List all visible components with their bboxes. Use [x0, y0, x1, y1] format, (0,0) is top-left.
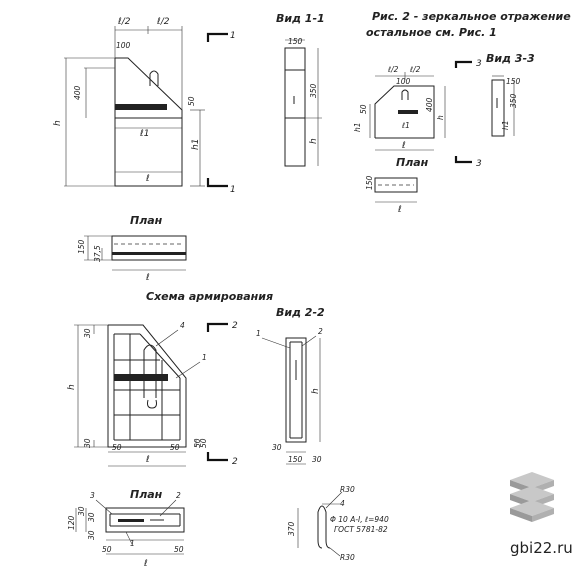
plan-bottom [75, 499, 185, 555]
rod-spec-line2: ГОСТ 5781-82 [334, 525, 388, 534]
view-2-2-callout-1: 1 [256, 329, 261, 338]
dim-l-half-b: ℓ/2 [156, 17, 170, 27]
dim-f2-400: 400 [425, 97, 434, 112]
rod-r30-bottom: R30 [340, 553, 355, 562]
callout-4: 4 [180, 321, 185, 330]
plan-main-labels: План 150 37,5 ℓ [77, 214, 163, 283]
figure-2-plan-title: План [396, 156, 429, 169]
rod-r30-top: R30 [340, 485, 355, 494]
rod-callout-4: 4 [340, 499, 345, 508]
dim-f2-150: 150 [365, 175, 374, 190]
dim-f2-100: 100 [396, 77, 411, 86]
dim-v33-150: 150 [506, 77, 521, 86]
plan-main [84, 235, 187, 271]
view-2-2-callout-2: 2 [318, 327, 323, 336]
view-3-3 [491, 75, 515, 137]
view-1-1-title: Вид 1-1 [276, 12, 325, 25]
dim-f2-h1: h1 [353, 122, 362, 132]
dim-pb-120: 120 [67, 515, 76, 530]
figure-1-elevation [64, 26, 228, 188]
reinforcement-scheme [74, 322, 228, 467]
view-2-2-labels: Вид 2-2 1 2 h 30 150 30 [256, 306, 325, 464]
figure-2-elevation [369, 60, 472, 203]
dim-150-v11: 150 [288, 37, 303, 46]
dim-f2-l: ℓ [401, 141, 406, 151]
dim-r-50b: 50 [170, 443, 180, 452]
callout-2: 2 [176, 491, 181, 500]
dim-h: h [53, 120, 63, 126]
dim-r-30b: 30 [83, 438, 92, 448]
dim-r-50a: 50 [112, 443, 122, 452]
dim-f2-lh-a: ℓ/2 [387, 65, 399, 74]
reinforcement-labels: Схема армирования 30 h 30 50 50 ℓ 4 1 50… [67, 290, 273, 467]
rod-detail-labels: R30 4 Φ 10 A-I, ℓ=940 ГОСТ 5781-82 370 R… [287, 485, 389, 562]
gbi22-logo [510, 472, 554, 522]
dim-pb-30a: 30 [77, 506, 86, 516]
dim-v33-350: 350 [509, 93, 518, 108]
dim-r-l: ℓ [145, 455, 150, 465]
reinforcement-title: Схема армирования [146, 290, 273, 303]
dim-f2-50: 50 [359, 104, 368, 114]
dim-h-v11: h [309, 138, 319, 144]
figure-2-title-line1: Рис. 2 - зеркальное отражение [372, 10, 571, 23]
watermark-text: gbi22.ru [510, 539, 573, 557]
dim-l-half-a: ℓ/2 [117, 17, 131, 27]
dim-50: 50 [187, 96, 196, 106]
dim-v22-30: 30 [272, 443, 282, 452]
dim-r-30a: 30 [83, 328, 92, 338]
callout-1: 1 [202, 353, 207, 362]
view-1-1-labels: Вид 1-1 150 350 h [276, 12, 325, 144]
dim-l: ℓ [145, 174, 150, 184]
figure-2-labels: Рис. 2 - зеркальное отражение остальное … [353, 10, 571, 215]
section-mark-3-bottom: 3 [476, 159, 482, 169]
dim-plan-150: 150 [77, 239, 86, 254]
callout-plan-1: 1 [130, 539, 135, 548]
dim-f2-plan-l: ℓ [397, 205, 402, 215]
dim-f2-lh-b: ℓ/2 [409, 65, 421, 74]
view-2-2 [261, 335, 321, 465]
dim-plan-l: ℓ [145, 273, 150, 283]
view-1-1 [284, 39, 322, 167]
section-mark-1-top: 1 [230, 31, 236, 41]
dim-f2-l1: ℓ1 [401, 121, 410, 130]
rod-spec-line1: Φ 10 A-I, ℓ=940 [330, 515, 389, 524]
plan-bottom-labels: План 3 2 120 30 30 30 50 50 1 ℓ [67, 488, 184, 569]
plan-main-title: План [130, 214, 163, 227]
dim-r-50c: 50 [193, 438, 202, 448]
dim-f2-h: h [436, 115, 445, 120]
view-3-3-title: Вид 3-3 [486, 52, 535, 65]
rod-dim-370: 370 [287, 521, 296, 536]
dim-r-50d: 50 [199, 438, 208, 448]
section-mark-3-top: 3 [476, 59, 482, 69]
dim-v22-30b: 30 [312, 455, 322, 464]
section-mark-2-top: 2 [232, 321, 238, 331]
dim-350-v11: 350 [309, 83, 318, 98]
section-mark-2-bottom: 2 [232, 457, 238, 467]
dim-pb-l: ℓ [143, 559, 148, 569]
dim-l1: ℓ1 [139, 129, 149, 139]
dim-h1: h1 [191, 139, 201, 150]
dim-pb-30c: 30 [87, 530, 96, 540]
callout-3: 3 [90, 491, 95, 500]
rod-detail [297, 491, 343, 557]
dim-pb-30b: 30 [87, 512, 96, 522]
section-mark-1-bottom: 1 [230, 185, 236, 195]
view-3-3-labels: Вид 3-3 150 350 h1 [486, 52, 535, 130]
dim-400: 400 [73, 85, 82, 100]
view-2-2-title: Вид 2-2 [276, 306, 325, 319]
figure-2-title-line2: остальное см. Рис. 1 [366, 26, 497, 39]
dim-v22-h: h [311, 388, 321, 394]
plan-bottom-title: План [130, 488, 163, 501]
dim-plan-375: 37,5 [93, 245, 102, 262]
dim-v33-h1: h1 [501, 120, 510, 130]
dim-r-h: h [67, 384, 77, 390]
dim-pb-50a: 50 [102, 545, 112, 554]
dim-100: 100 [116, 41, 131, 50]
dim-v22-150: 150 [288, 455, 303, 464]
figure-1-labels: ℓ/2 ℓ/2 100 400 h ℓ1 50 h1 ℓ 1 1 [53, 17, 236, 195]
dim-pb-50b: 50 [174, 545, 184, 554]
